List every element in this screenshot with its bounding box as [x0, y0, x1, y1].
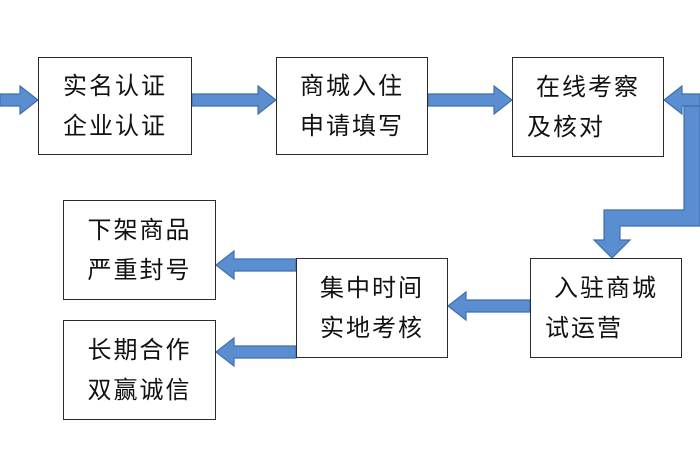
arrow-incoming [0, 84, 39, 116]
box-online-review-line2: 及核对 [527, 113, 605, 141]
box-long-term-coop: 长期合作 双赢诚信 [63, 320, 216, 420]
box-onsite-assessment-line1: 集中时间 [320, 274, 424, 302]
arrow-onsite-to-longterm [215, 336, 297, 368]
box-real-name-auth-line1: 实名认证 [63, 72, 167, 100]
box-online-review-line1: 在线考察 [536, 73, 640, 101]
arrow-entry-to-review [427, 84, 513, 116]
arrow-connector-down [592, 105, 700, 259]
box-delist-ban-line2: 严重封号 [87, 256, 192, 284]
arrow-auth-to-entry [191, 84, 277, 116]
box-delist-ban: 下架商品 严重封号 [63, 200, 216, 300]
arrow-onsite-to-delist [215, 249, 297, 281]
box-mall-entry-line2: 申请填写 [300, 112, 404, 140]
box-real-name-auth-line2: 企业认证 [63, 112, 167, 140]
arrow-trial-to-onsite [447, 290, 531, 322]
box-delist-ban-line1: 下架商品 [87, 216, 192, 244]
box-mall-entry-line1: 商城入住 [300, 72, 404, 100]
box-trial-operation-line2: 试运营 [545, 314, 623, 342]
box-trial-operation-line1: 入驻商城 [554, 274, 658, 302]
box-long-term-coop-line1: 长期合作 [87, 336, 192, 364]
box-long-term-coop-line2: 双赢诚信 [87, 376, 192, 404]
box-trial-operation: 入驻商城 试运营 [530, 258, 682, 358]
box-onsite-assessment-line2: 实地考核 [320, 314, 424, 342]
box-onsite-assessment: 集中时间 实地考核 [296, 258, 448, 358]
box-mall-entry: 商城入住 申请填写 [276, 57, 428, 155]
box-online-review: 在线考察 及核对 [512, 57, 664, 157]
box-real-name-auth: 实名认证 企业认证 [38, 57, 192, 155]
